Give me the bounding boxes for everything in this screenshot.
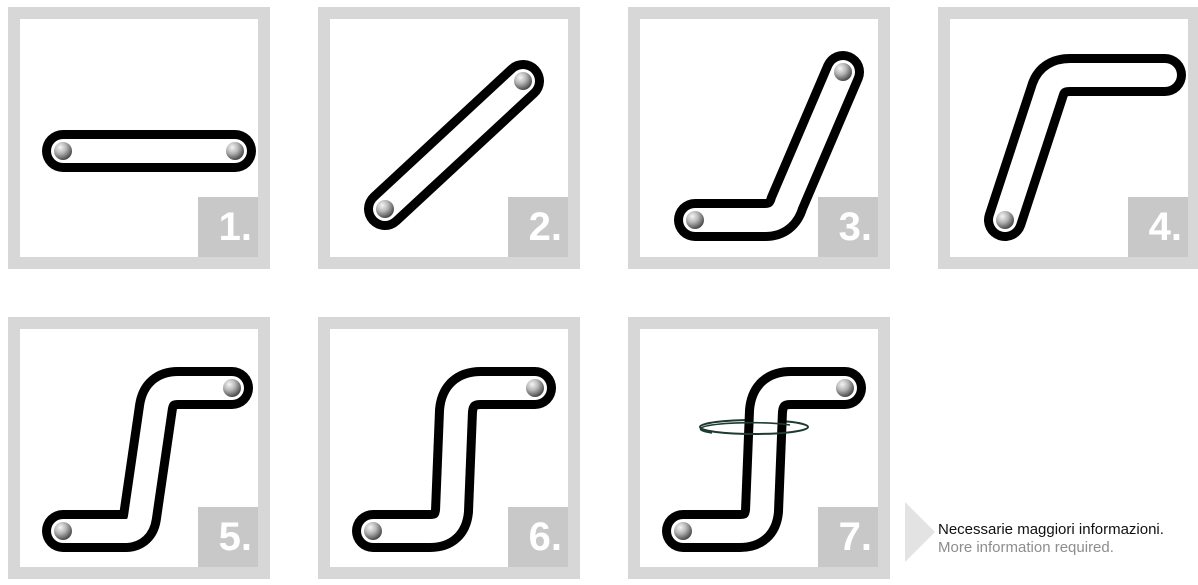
end-ball-bottom [996,211,1014,229]
step-number-badge: 4. [1128,197,1188,257]
end-ball-bottom [686,211,704,229]
end-ball-top [836,379,854,397]
end-ball-bottom [364,522,382,540]
step-number-badge: 2. [508,197,568,257]
step-panel-7: 7. [628,317,890,579]
info-note: Necessarie maggiori informazioni. More i… [938,521,1164,557]
end-ball-bottom [376,200,394,218]
end-ball-top [526,379,544,397]
end-ball-top [223,379,241,397]
step-number-badge: 7. [818,507,878,567]
step-number-badge: 3. [818,197,878,257]
step-panel-4: 4. [938,7,1198,269]
step-number-badge: 1. [198,197,258,257]
note-italian: Necessarie maggiori informazioni. [938,521,1164,539]
step-number-badge: 6. [508,507,568,567]
note-english: More information required. [938,539,1164,557]
step-panel-6: 6. [318,317,580,579]
end-ball-right [226,142,244,160]
end-ball-top [834,63,852,81]
step-panel-3: 3. [628,7,890,269]
pointer-arrow-icon [905,502,935,562]
end-ball-top [514,72,532,90]
step-panel-2: 2. [318,7,580,269]
end-ball-bottom [674,522,692,540]
tube-inner [385,81,523,209]
end-ball-left [54,142,72,160]
step-panel-1: 1. [8,7,270,269]
step-number-badge: 5. [198,507,258,567]
end-ball-bottom [54,522,72,540]
step-panel-5: 5. [8,317,270,579]
